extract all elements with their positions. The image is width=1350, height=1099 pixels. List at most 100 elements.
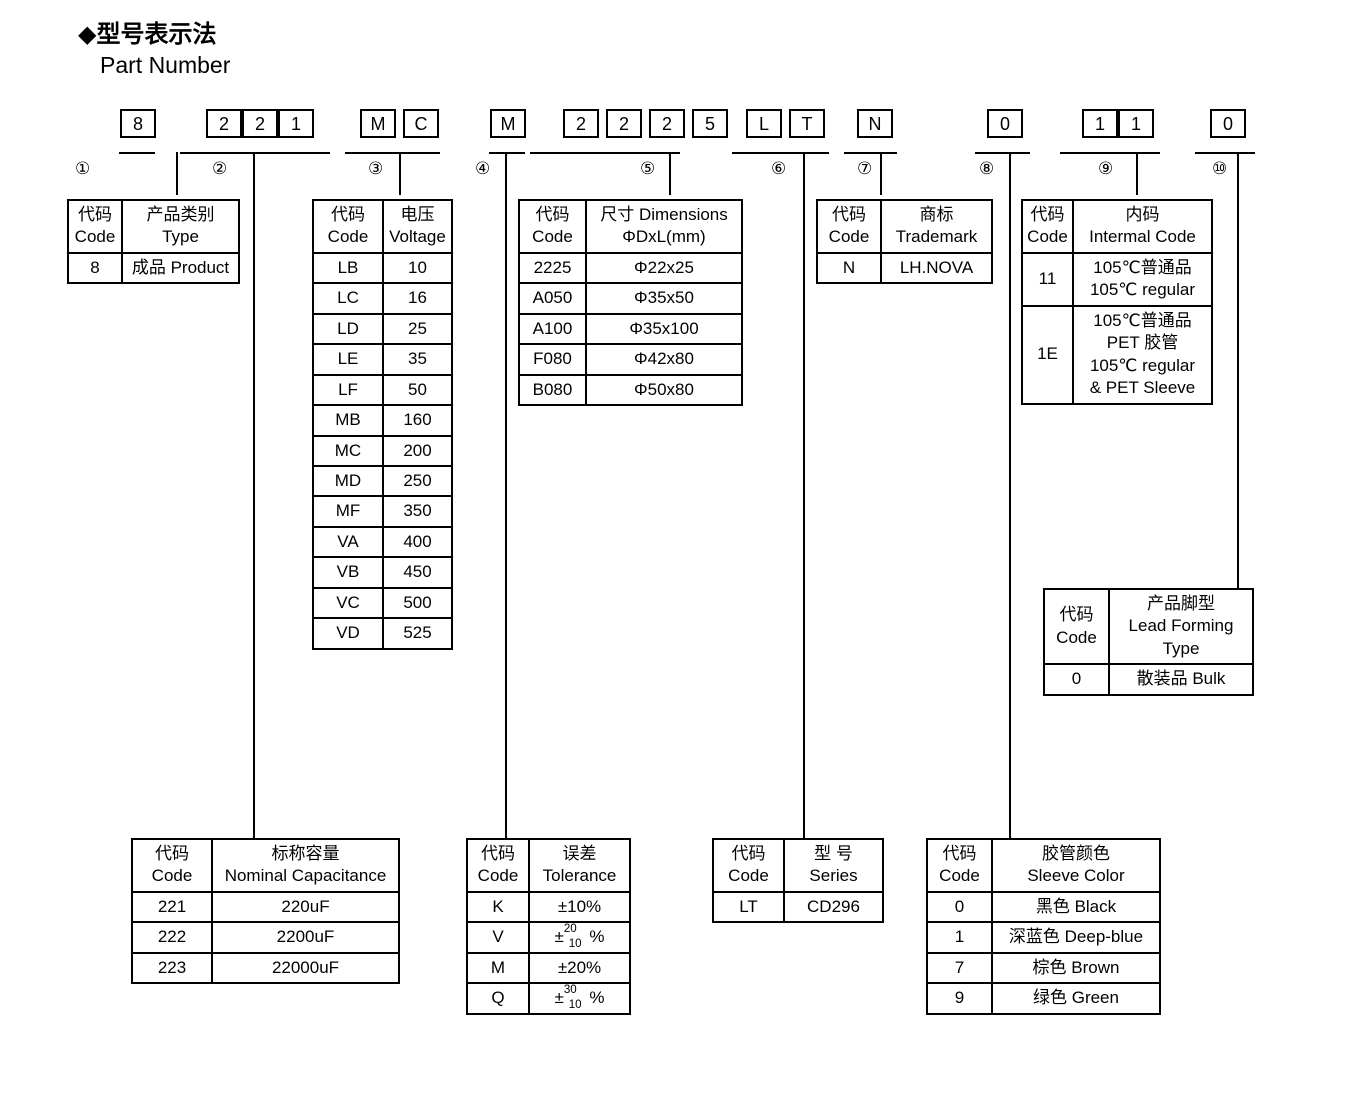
group-underline-1 <box>119 152 155 154</box>
cap-header-value-en: Nominal Capacitance <box>224 866 387 886</box>
trademark-row-0-code: N <box>816 251 882 285</box>
internal-row-0-line-0: 105℃普通品 <box>1093 257 1192 277</box>
trademark-header-code-cn: 代码 <box>832 205 866 224</box>
internal-header-code-en: Code <box>1027 227 1068 247</box>
voltage-row-10-value: 450 <box>382 556 453 589</box>
tolerance-row-1-code: V <box>466 921 530 954</box>
page-title-chinese: ◆型号表示法 <box>78 21 217 48</box>
drop-line-5 <box>669 152 671 195</box>
group-underline-6 <box>732 152 829 154</box>
dimensions-row-1-value: Φ35x50 <box>585 282 743 315</box>
dimensions-row-3-value: Φ42x80 <box>585 343 743 376</box>
capacitance-row-2-value: 22000uF <box>211 951 400 985</box>
group-marker-4: ④ <box>475 159 491 178</box>
type-header-code-en: Code <box>74 227 116 247</box>
group-underline-2 <box>180 152 330 154</box>
type-header-value-cn: 产品类别 <box>146 205 215 224</box>
sleeve-row-3-value: 绿色 Green <box>991 982 1161 1015</box>
voltage-row-12-code: VD <box>312 617 384 650</box>
part-number-char-9-1: 1 <box>1082 109 1118 138</box>
part-number-char-5-3: 2 <box>649 109 685 138</box>
group-marker-10: ⑩ <box>1212 159 1228 178</box>
part-number-char-5-2: 2 <box>606 109 642 138</box>
lead-header-value-en: Lead Forming <box>1128 616 1234 636</box>
voltage-row-2-code: LD <box>312 312 384 346</box>
trademark-row-0-value: LH.NOVA <box>880 251 993 285</box>
group-underline-5 <box>530 152 680 154</box>
tolerance-row-1-upper: 20 <box>563 923 577 936</box>
tolerance-row-3-plusminus: ± <box>554 988 564 1008</box>
sleeve-header-value-en: Sleeve Color <box>1027 866 1125 886</box>
tolerance-row-1-unit: % <box>589 927 605 947</box>
internal-row-1-line-1: PET 胶管 <box>1106 333 1179 353</box>
lead-header-value-cn: 产品脚型 <box>1147 594 1215 613</box>
table-row: LT CD296 <box>712 890 884 924</box>
dimensions-header-code-en: Code <box>532 227 573 247</box>
group-underline-8 <box>975 152 1030 154</box>
table-row: N LH.NOVA <box>816 251 993 285</box>
group-marker-6: ⑥ <box>771 159 787 178</box>
internal-row-1-line-0: 105℃普通品 <box>1093 310 1192 330</box>
tolerance-row-2-value: ±20% <box>528 951 631 985</box>
tolerance-row-2-code: M <box>466 951 530 985</box>
voltage-header-value-en: Voltage <box>389 227 446 247</box>
capacitance-row-2-code: 223 <box>131 951 213 985</box>
tolerance-row-3-unit: % <box>589 988 605 1008</box>
series-row-0-code: LT <box>712 890 785 924</box>
internal-header-code-cn: 代码 <box>1030 205 1065 224</box>
part-number-char-2-1: 2 <box>206 109 242 138</box>
table-lead-forming-type: 代码 Code 产品脚型 Lead Forming Type 0 散装品 Bul… <box>1043 587 1254 696</box>
drop-line-1 <box>176 152 178 195</box>
capacitance-row-1-code: 222 <box>131 921 213 954</box>
part-number-char-3-2: C <box>403 109 439 138</box>
sleeve-header-value-cn: 胶管颜色 <box>1042 844 1110 863</box>
series-header-code-cn: 代码 <box>731 844 766 863</box>
voltage-header-value-cn: 电压 <box>400 205 435 224</box>
table-series: 代码 Code 型 号 Series LT CD296 <box>712 838 884 924</box>
voltage-row-9-code: VA <box>312 525 384 559</box>
group-marker-3: ③ <box>368 159 384 178</box>
part-number-char-2-2: 2 <box>242 109 278 138</box>
group-marker-5: ⑤ <box>640 159 656 178</box>
group-marker-7: ⑦ <box>857 159 873 178</box>
voltage-row-0-value: 10 <box>382 251 453 285</box>
table-row: K±10% <box>466 890 631 924</box>
internal-header-value-en: Intermal Code <box>1089 227 1196 247</box>
voltage-row-9-value: 400 <box>382 525 453 559</box>
part-number-char-4-1: M <box>490 109 526 138</box>
voltage-row-1-code: LC <box>312 282 384 315</box>
dimensions-header-code-cn: 代码 <box>535 205 570 224</box>
drop-line-9 <box>1136 152 1138 195</box>
drop-line-7 <box>880 152 882 195</box>
dimensions-row-4-code: B080 <box>518 373 587 407</box>
voltage-row-6-code: MC <box>312 434 384 467</box>
series-header-code-en: Code <box>728 866 769 886</box>
internal-row-0-code: 11 <box>1021 251 1074 307</box>
tolerance-row-3-code: Q <box>466 982 530 1015</box>
internal-row-1-line-3: & PET Sleeve <box>1089 378 1196 398</box>
sleeve-row-3-code: 9 <box>926 982 993 1015</box>
drop-line-6 <box>803 152 805 838</box>
page-title-english: Part Number <box>100 52 231 78</box>
drop-line-3 <box>399 152 401 195</box>
table-row: 0 散装品 Bulk <box>1043 663 1254 696</box>
